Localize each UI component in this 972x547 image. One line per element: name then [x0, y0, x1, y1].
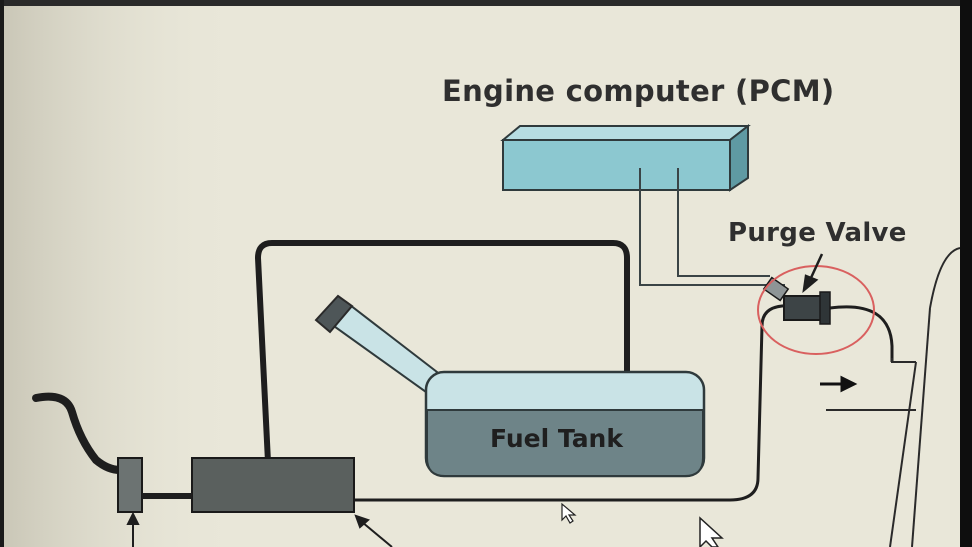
pcm-label: Engine computer (PCM) — [442, 74, 835, 108]
mouse-cursor-icon — [561, 502, 577, 524]
purge-valve — [762, 276, 831, 325]
vapor-line-to-tank — [255, 240, 630, 463]
purge-to-intake-line — [829, 305, 894, 362]
purge-line — [355, 302, 807, 502]
fuel-tank-label: Fuel Tank — [490, 424, 623, 453]
monitor-edge-top — [0, 0, 972, 6]
air-filter — [117, 457, 192, 513]
purge-valve-label: Purge Valve — [728, 218, 907, 248]
pcm-box — [500, 123, 751, 192]
charcoal-canister — [191, 457, 355, 513]
mouse-cursor-large-icon — [699, 516, 724, 547]
bottom-pointers — [126, 511, 393, 547]
purge-valve-pointer — [802, 253, 824, 294]
monitor-edge-left — [0, 0, 4, 547]
monitor-edge-right — [960, 0, 972, 547]
filler-neck — [314, 294, 439, 394]
engine-intake — [826, 247, 961, 547]
flow-arrow — [820, 375, 858, 393]
pcm-wires — [639, 168, 785, 286]
fresh-air-hose — [32, 392, 124, 474]
fuel-tank — [424, 370, 706, 478]
